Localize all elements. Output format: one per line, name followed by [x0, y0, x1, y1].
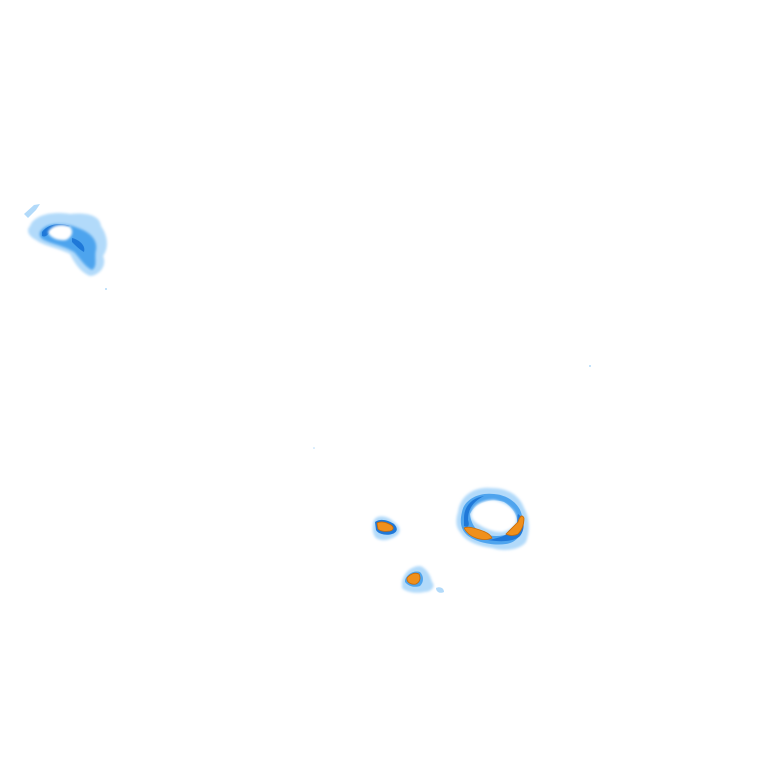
- echo-light-fleck: [436, 587, 444, 593]
- noise-speck: [589, 365, 591, 367]
- radar-noise-specks: [105, 288, 591, 449]
- echo-very-heavy: [463, 526, 493, 540]
- noise-speck: [105, 288, 107, 290]
- echo-very-heavy: [406, 572, 421, 585]
- echo-heavy: [42, 224, 85, 252]
- echo-clear-core: [471, 500, 517, 532]
- radar-echo-cell-south-small-west: [372, 516, 400, 541]
- echo-light-streak: [24, 204, 40, 218]
- radar-echo-cell-southeast-large: [456, 487, 529, 550]
- radar-echo-cell-northwest: [24, 204, 107, 276]
- echo-clear-center: [48, 224, 73, 241]
- radar-echo-cell-south-small-lower: [402, 566, 444, 593]
- echo-heavy-ring: [464, 496, 524, 542]
- echo-very-heavy: [505, 515, 525, 536]
- echo-very-heavy: [376, 521, 394, 532]
- noise-speck: [313, 447, 315, 449]
